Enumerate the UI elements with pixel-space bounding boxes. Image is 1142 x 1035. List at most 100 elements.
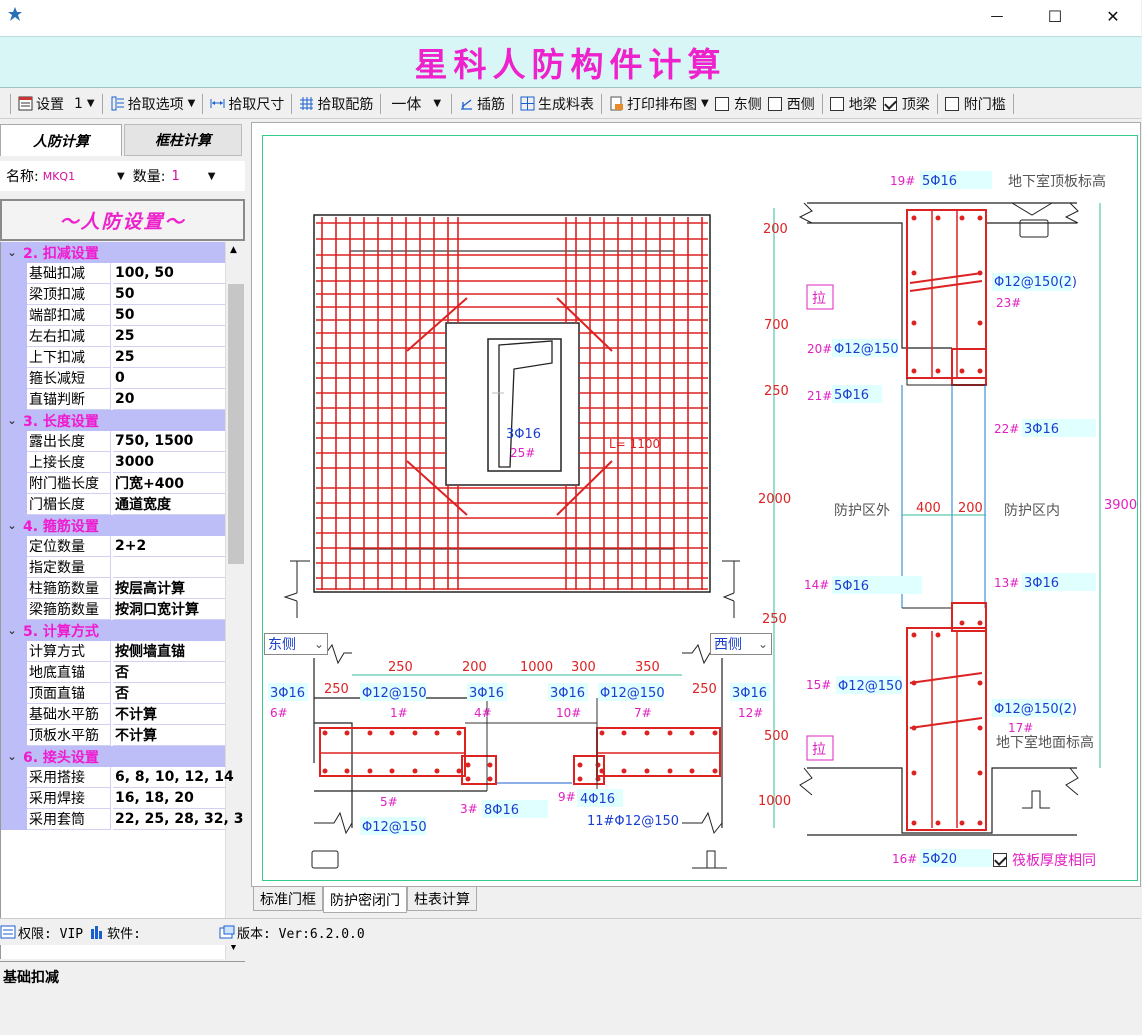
grid-row-value[interactable]: 25 [113,326,225,347]
grid-row-value[interactable]: 20 [113,389,225,410]
grid-row-value[interactable]: 否 [113,683,225,704]
plan-mark-11: 11#Φ12@150 [587,814,679,829]
quantity-select[interactable]: 1 ▼ [171,165,215,187]
grid-row-value[interactable]: 按侧墙直锚 [113,641,225,662]
tab-frame-column-calc[interactable]: 框柱计算 [124,124,242,156]
toolbar-separator [380,93,382,114]
drawing-canvas[interactable]: 3Φ16 25# L= 1100 [252,123,1142,888]
same-thickness-checkbox[interactable]: 筏板厚度相同 [993,850,1096,870]
grid-row[interactable]: 附门槛长度门宽+400 [1,473,225,494]
grid-row-value[interactable]: 不计算 [113,725,225,746]
scroll-thumb[interactable] [228,284,244,564]
pick-options-button[interactable]: 拾取选项 ▼ [107,92,199,116]
collapse-icon[interactable]: ⌄ [7,624,17,637]
chevron-down-icon: ▼ [207,170,216,182]
generate-table-button[interactable]: 生成料表 [517,92,597,116]
grid-row-value[interactable]: 否 [113,662,225,683]
plan-mark-7: 7# [634,706,652,720]
grid-row[interactable]: 基础水平筋不计算 [1,704,225,725]
grid-scrollbar[interactable]: ▲ ▼ [225,242,245,959]
grid-row[interactable]: 计算方式按侧墙直锚 [1,641,225,662]
grid-row-value[interactable]: 25 [113,347,225,368]
same-thickness-check-box[interactable] [993,853,1007,867]
grid-row-value[interactable]: 门宽+400 [113,473,225,494]
tab-civil-defense-calc[interactable]: 人防计算 [0,124,122,156]
ground-beam-check-box[interactable] [829,96,844,111]
pick-rebar-button[interactable]: 拾取配筋 [296,92,376,116]
grid-row-value[interactable]: 16, 18, 20 [113,788,225,809]
west-checkbox[interactable]: 西侧 [765,92,818,116]
grid-row[interactable]: 顶板水平筋不计算 [1,725,225,746]
pick-size-button[interactable]: 拾取尺寸 [207,92,287,116]
close-button[interactable]: ✕ [1106,6,1120,26]
tab-protective-door[interactable]: 防护密闭门 [323,887,407,913]
collapse-icon[interactable]: ⌄ [7,246,17,259]
chevron-down-icon: ▼ [117,170,125,182]
tab-standard-door-frame[interactable]: 标准门框 [253,887,323,911]
grid-row-label: 计算方式 [27,641,111,662]
collapse-icon[interactable]: ⌄ [7,414,17,427]
east-side-select[interactable]: 东侧 ⌄ [264,633,328,655]
west-check-box[interactable] [767,96,782,111]
grid-row-value[interactable]: 通道宽度 [113,494,225,515]
door-sill-check-box[interactable] [944,96,959,111]
maximize-button[interactable]: ☐ [1047,6,1063,26]
grid-row[interactable]: 门楣长度通道宽度 [1,494,225,515]
print-layout-dropdown[interactable]: 打印排布图 ▼ [606,92,712,116]
west-side-select[interactable]: 西侧 ⌄ [710,633,772,655]
grid-row-value[interactable]: 100, 50 [113,263,225,284]
collapse-icon[interactable]: ⌄ [7,519,17,532]
grid-row-value[interactable]: 按层高计算 [113,578,225,599]
wall-labels: 19# 5Φ16 地下室顶板标高 200 Φ12@150(2) 23# 拉 70… [758,171,1137,867]
scroll-up-icon[interactable]: ▲ [230,245,237,255]
east-checkbox[interactable]: 东侧 [712,92,765,116]
grid-row-value[interactable]: 750, 1500 [113,431,225,452]
grid-row[interactable]: 顶面直锚否 [1,683,225,704]
mode-dropdown[interactable]: 一体 ▼ [385,92,447,116]
grid-row[interactable]: 指定数量 [1,557,225,578]
grid-section-header[interactable]: ⌄5. 计算方式 [1,620,225,641]
top-beam-check-box[interactable] [882,96,897,111]
settings-dropdown[interactable]: 设置 1 ▼ [15,92,98,116]
grid-row-value[interactable]: 3000 [113,452,225,473]
grid-row[interactable]: 柱箍筋数量按层高计算 [1,578,225,599]
grid-section-header[interactable]: ⌄4. 箍筋设置 [1,515,225,536]
grid-row[interactable]: 地底直锚否 [1,662,225,683]
grid-section-header[interactable]: ⌄3. 长度设置 [1,410,225,431]
grid-section-header[interactable]: ⌄2. 扣减设置 [1,242,225,263]
grid-row-value[interactable]: 不计算 [113,704,225,725]
door-sill-checkbox[interactable]: 附门槛 [942,92,1009,116]
grid-row-value[interactable]: 2+2 [113,536,225,557]
scroll-down-icon[interactable]: ▼ [230,942,237,952]
grid-row-value[interactable]: 6, 8, 10, 12, 14 [113,767,234,788]
insert-rebar-button[interactable]: 插筋 [456,92,508,116]
tab-column-table[interactable]: 柱表计算 [407,887,477,911]
grid-row-value[interactable]: 22, 25, 28, 32, 3 [113,809,243,830]
grid-row[interactable]: 梁箍筋数量按洞口宽计算 [1,599,225,620]
top-beam-checkbox[interactable]: 顶梁 [880,92,933,116]
grid-row-value[interactable]: 按洞口宽计算 [113,599,225,620]
grid-row-value[interactable] [113,557,225,578]
grid-row-value[interactable]: 50 [113,284,225,305]
ground-beam-checkbox[interactable]: 地梁 [827,92,880,116]
grid-row-value[interactable]: 0 [113,368,225,389]
grid-section-header[interactable]: ⌄6. 接头设置 [1,746,225,767]
collapse-icon[interactable]: ⌄ [7,750,17,763]
minimize-button[interactable]: — [990,8,1004,24]
name-select[interactable]: MKQ1 ▼ [43,165,125,187]
east-check-box[interactable] [714,96,729,111]
grid-row-value[interactable]: 50 [113,305,225,326]
